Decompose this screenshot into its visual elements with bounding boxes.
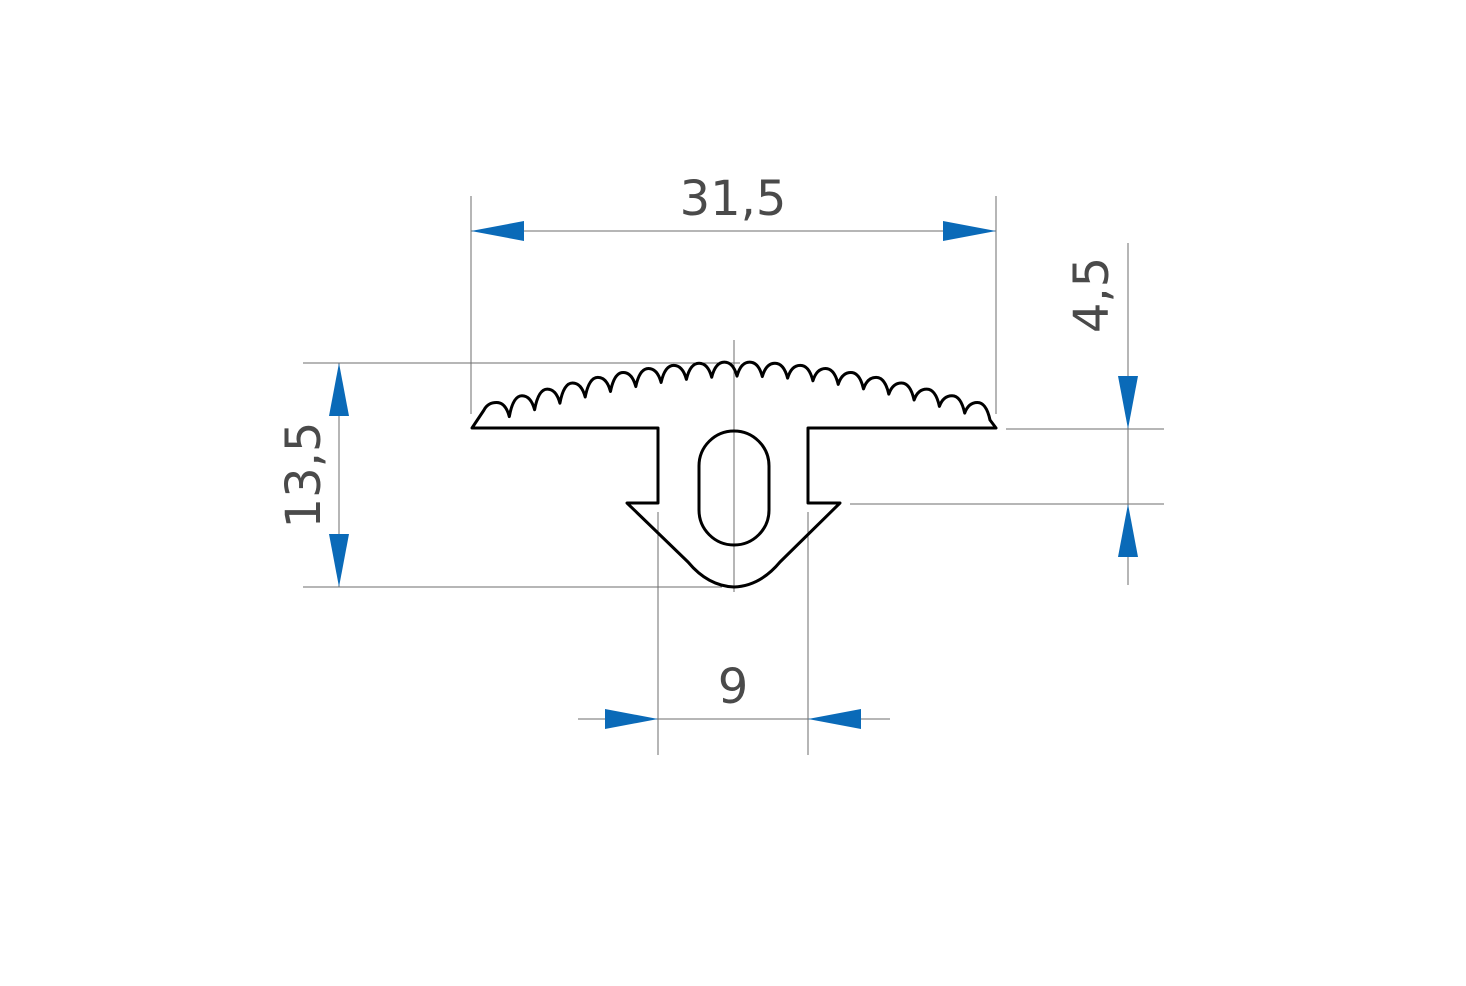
dimension-label-stem-width: 9 xyxy=(718,659,749,715)
arrowhead-height-bottom xyxy=(329,534,349,587)
profile-slot xyxy=(697,429,771,547)
arrowhead-height-top xyxy=(329,363,349,416)
arrowheads xyxy=(329,221,1138,729)
arrowhead-stem-right xyxy=(808,709,861,729)
arrowhead-gap-bottom xyxy=(1118,504,1138,557)
dimension-label-overall-height: 13,5 xyxy=(276,422,332,529)
dimension-label-flange-gap: 4,5 xyxy=(1064,257,1120,333)
arrowhead-stem-left xyxy=(605,709,658,729)
arrowhead-width-left xyxy=(471,221,524,241)
profile-outline xyxy=(470,360,998,589)
arrowhead-width-right xyxy=(943,221,996,241)
arrowhead-gap-top xyxy=(1118,376,1138,429)
dimension-label-overall-width: 31,5 xyxy=(680,171,787,227)
